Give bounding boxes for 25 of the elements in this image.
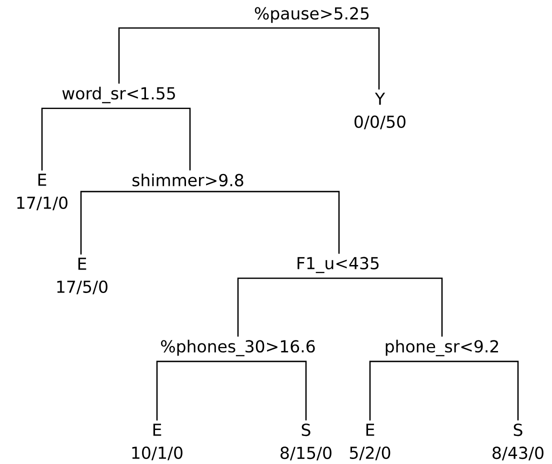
tree-branch [369,360,442,421]
split-condition: F1_u<435 [298,256,379,274]
leaf-label: S 8/43/0 [492,424,544,460]
split-condition: shimmer>9.8 [132,174,244,186]
tree-branch [237,278,338,337]
tree-branch [80,190,188,255]
tree-branch [188,190,340,254]
leaf-label: S 8/15/0 [280,424,332,460]
tree-branch [442,360,519,420]
tree-branch [156,360,238,421]
tree-branch [238,360,307,420]
leaf-label: E 10/1/0 [132,424,182,460]
tree-branch [118,27,312,84]
leaf-label: E 5/2/0 [350,424,390,460]
split-condition: %pause>5.25 [254,7,369,23]
tree-branch [338,278,443,337]
tree-branch [41,108,119,171]
split-condition: phone_sr<9.2 [386,340,498,356]
leaf-label: Y 0/0/50 [354,92,406,130]
tree-branch [312,27,380,90]
leaf-label: E 17/1/0 [17,174,68,210]
leaf-label: E 17/5/0 [57,258,108,294]
split-condition: word_sr<1.55 [62,86,175,104]
tree-branch [119,108,191,170]
split-condition: %phones_30>16.6 [161,340,315,356]
